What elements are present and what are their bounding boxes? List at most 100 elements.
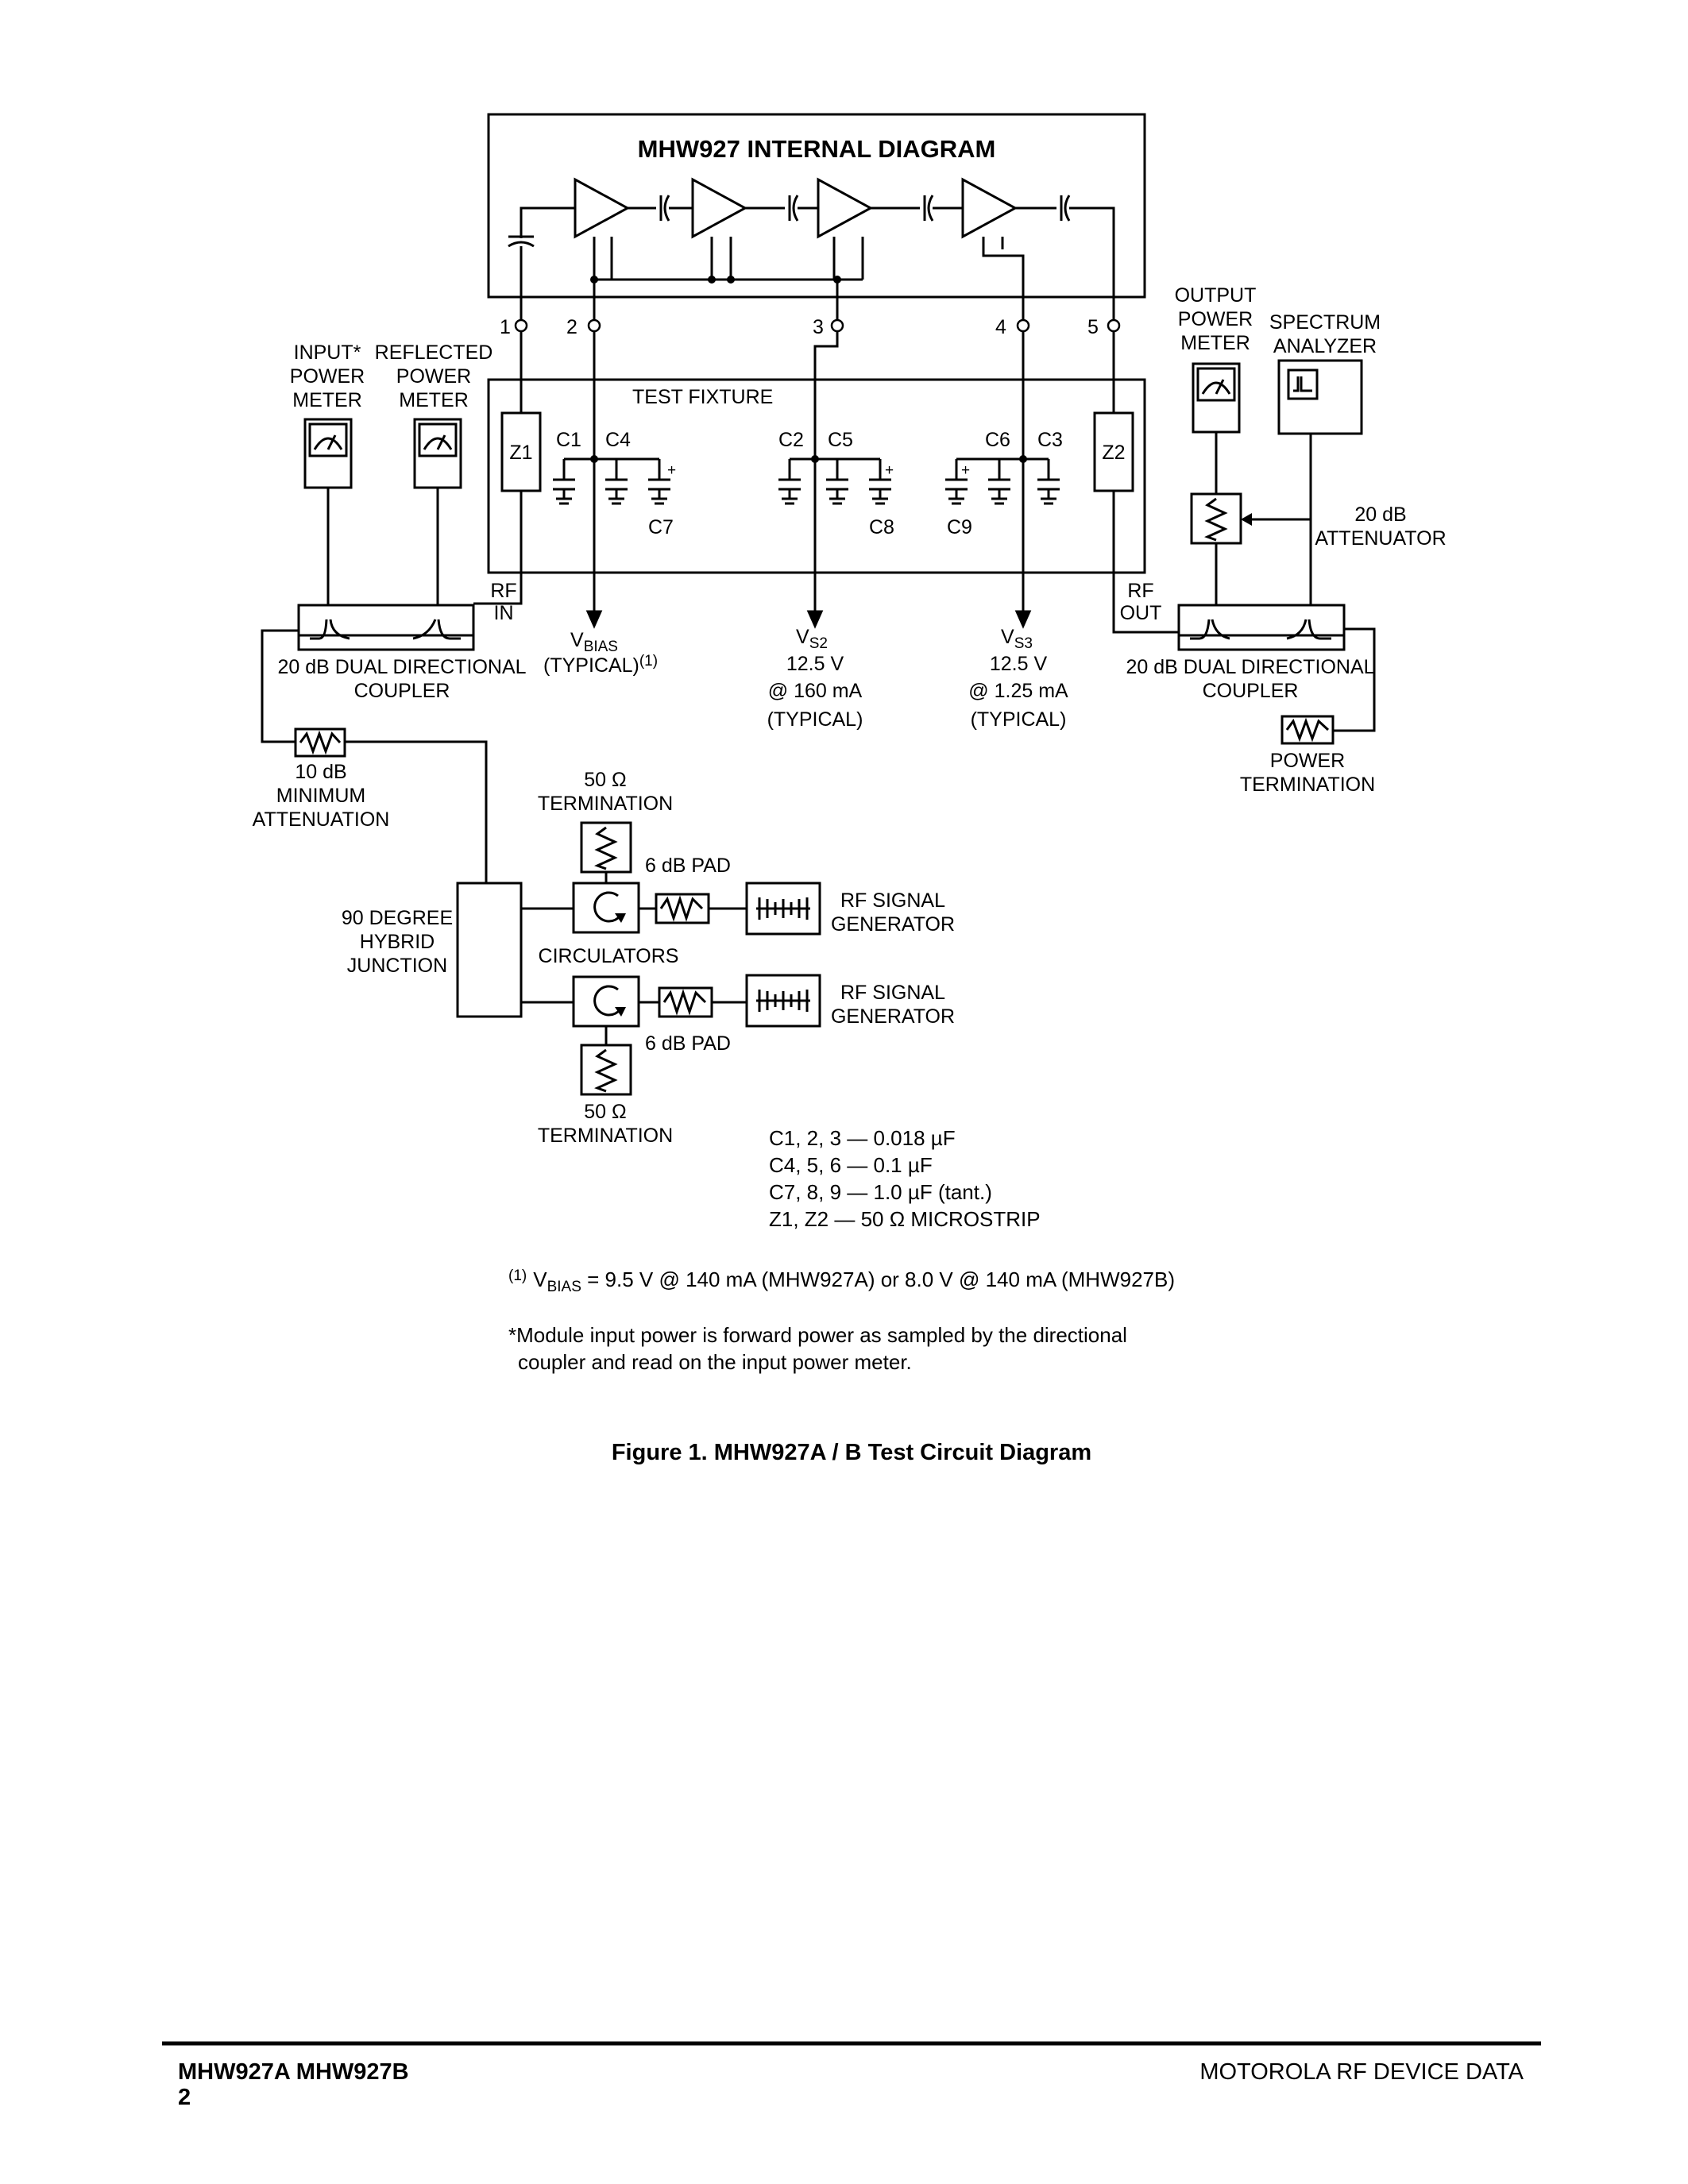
pin-5-label: 5 [1087, 316, 1099, 338]
output-power-meter [1192, 362, 1241, 434]
spectrum-label-2: ANALYZER [1273, 335, 1377, 357]
pin-1-label: 1 [500, 316, 511, 338]
input-power-meter [303, 418, 353, 489]
pin-4-label: 4 [995, 316, 1006, 338]
gen-top-label-2: GENERATOR [831, 913, 955, 936]
test-fixture-box [487, 378, 1146, 574]
hybrid-label-1: 90 DEGREE [342, 907, 453, 929]
power-termination [1280, 715, 1335, 745]
hybrid-label-3: JUNCTION [347, 955, 447, 977]
circulators-label: CIRCULATORS [539, 945, 679, 967]
c4-label: C4 [605, 429, 631, 451]
c7-label: C7 [648, 516, 674, 538]
vbias-typical: (TYPICAL)(1) [543, 653, 658, 677]
rf-out-label-1: RF [1127, 580, 1153, 602]
term-bottom-label-1: 50 Ω [584, 1101, 626, 1123]
z2-microstrip [1093, 411, 1134, 492]
hybrid-label-2: HYBRID [360, 931, 435, 953]
atten-10db-label-3: ATTENUATION [253, 808, 390, 831]
pin-3-label: 3 [813, 316, 824, 338]
rf-out-label-2: OUT [1120, 602, 1162, 624]
svg-text:+: + [667, 462, 676, 479]
footer-page-number: 2 [178, 2085, 191, 2110]
right-coupler-label-1: 20 dB DUAL DIRECTIONAL [1126, 656, 1374, 678]
input-meter-label-1: INPUT* [294, 341, 361, 364]
reflected-power-meter [413, 418, 462, 489]
power-termination-label-1: POWER [1270, 750, 1345, 772]
internal-diagram-box [487, 113, 1146, 299]
module-pins: 1 2 3 4 5 [500, 316, 1121, 338]
right-directional-coupler [1177, 604, 1346, 651]
power-termination-label-2: TERMINATION [1240, 774, 1375, 796]
pad-top-label: 6 dB PAD [645, 855, 731, 877]
input-meter-label-3: METER [292, 389, 362, 411]
output-meter-label-3: METER [1180, 332, 1250, 354]
hybrid-junction [456, 882, 523, 1018]
z1-label: Z1 [509, 442, 532, 464]
z2-label: Z2 [1102, 442, 1125, 464]
circulator-icon [593, 985, 621, 1017]
spectrum-trace-icon [1293, 376, 1312, 392]
capacitor-bank-vs3 [945, 457, 1060, 505]
term-top-label-2: TERMINATION [538, 793, 673, 815]
vs3-current: @ 1.25 mA [968, 680, 1068, 702]
spectrum-analyzer [1277, 359, 1363, 435]
atten-10db-label-1: 10 dB [295, 761, 346, 783]
vs3-voltage: 12.5 V [990, 653, 1048, 675]
rf-in-label-2: IN [494, 602, 514, 624]
vs3-typical: (TYPICAL) [971, 708, 1067, 731]
left-directional-coupler [297, 604, 475, 651]
vs2-voltage: 12.5 V [786, 653, 844, 675]
circulator-icon [593, 891, 621, 923]
component-value-4: Z1, Z2 — 50 Ω MICROSTRIP [769, 1207, 1041, 1231]
rf-in-label-1: RF [490, 580, 516, 602]
vs2-typical: (TYPICAL) [767, 708, 863, 731]
c1-label: C1 [556, 429, 581, 451]
footer-part-number: MHW927A MHW927B [178, 2059, 409, 2085]
termination-bottom [580, 1044, 632, 1096]
footer-publisher: MOTOROLA RF DEVICE DATA [1199, 2059, 1524, 2085]
capacitor-bank-vs2 [778, 457, 891, 505]
component-value-2: C4, 5, 6 — 0.1 µF [769, 1153, 933, 1177]
svg-text:+: + [961, 462, 970, 479]
test-fixture-label: TEST FIXTURE [632, 386, 773, 408]
c9-label: C9 [947, 516, 972, 538]
internal-diagram-title: MHW927 INTERNAL DIAGRAM [638, 135, 996, 163]
meter-icon [1201, 379, 1231, 395]
term-top-label-1: 50 Ω [584, 769, 626, 791]
internal-amplifier-chain [508, 177, 1115, 326]
atten-10db-label-2: MINIMUM [276, 785, 365, 807]
component-value-1: C1, 2, 3 — 0.018 µF [769, 1126, 956, 1150]
spectrum-label-1: SPECTRUM [1269, 311, 1381, 334]
note-module-input-1: *Module input power is forward power as … [508, 1323, 1127, 1347]
c8-label: C8 [869, 516, 894, 538]
c3-label: C3 [1037, 429, 1063, 451]
attenuator-20db-label-1: 20 dB [1354, 504, 1406, 526]
footnote-1: (1)VBIAS = 9.5 V @ 140 mA (MHW927A) or 8… [508, 1268, 1175, 1295]
capacitor-bank-vbias [553, 457, 670, 505]
meter-icon [423, 434, 453, 450]
right-coupler-label-2: COUPLER [1203, 680, 1299, 702]
c5-label: C5 [828, 429, 853, 451]
left-coupler-label-1: 20 dB DUAL DIRECTIONAL [277, 656, 526, 678]
circulator-top [572, 882, 640, 934]
gen-top-label-1: RF SIGNAL [840, 889, 945, 912]
c2-label: C2 [778, 429, 804, 451]
meter-icon [313, 434, 343, 450]
termination-top [580, 821, 632, 874]
attenuator-20db [1190, 492, 1242, 545]
supply-arrows [585, 572, 1032, 629]
gen-bottom-label-1: RF SIGNAL [840, 982, 945, 1004]
circulator-bottom [572, 975, 640, 1028]
vs3-label: VS3 [1001, 626, 1033, 652]
reflected-meter-label-2: POWER [396, 365, 471, 388]
component-value-3: C7, 8, 9 — 1.0 µF (tant.) [769, 1180, 992, 1204]
svg-text:+: + [885, 462, 894, 479]
pin-2-label: 2 [566, 316, 577, 338]
vs2-current: @ 160 mA [768, 680, 863, 702]
reflected-meter-label-1: REFLECTED [375, 341, 493, 364]
term-bottom-label-2: TERMINATION [538, 1125, 673, 1147]
z1-microstrip [500, 411, 542, 492]
vbias-label: VBIAS [570, 629, 618, 655]
